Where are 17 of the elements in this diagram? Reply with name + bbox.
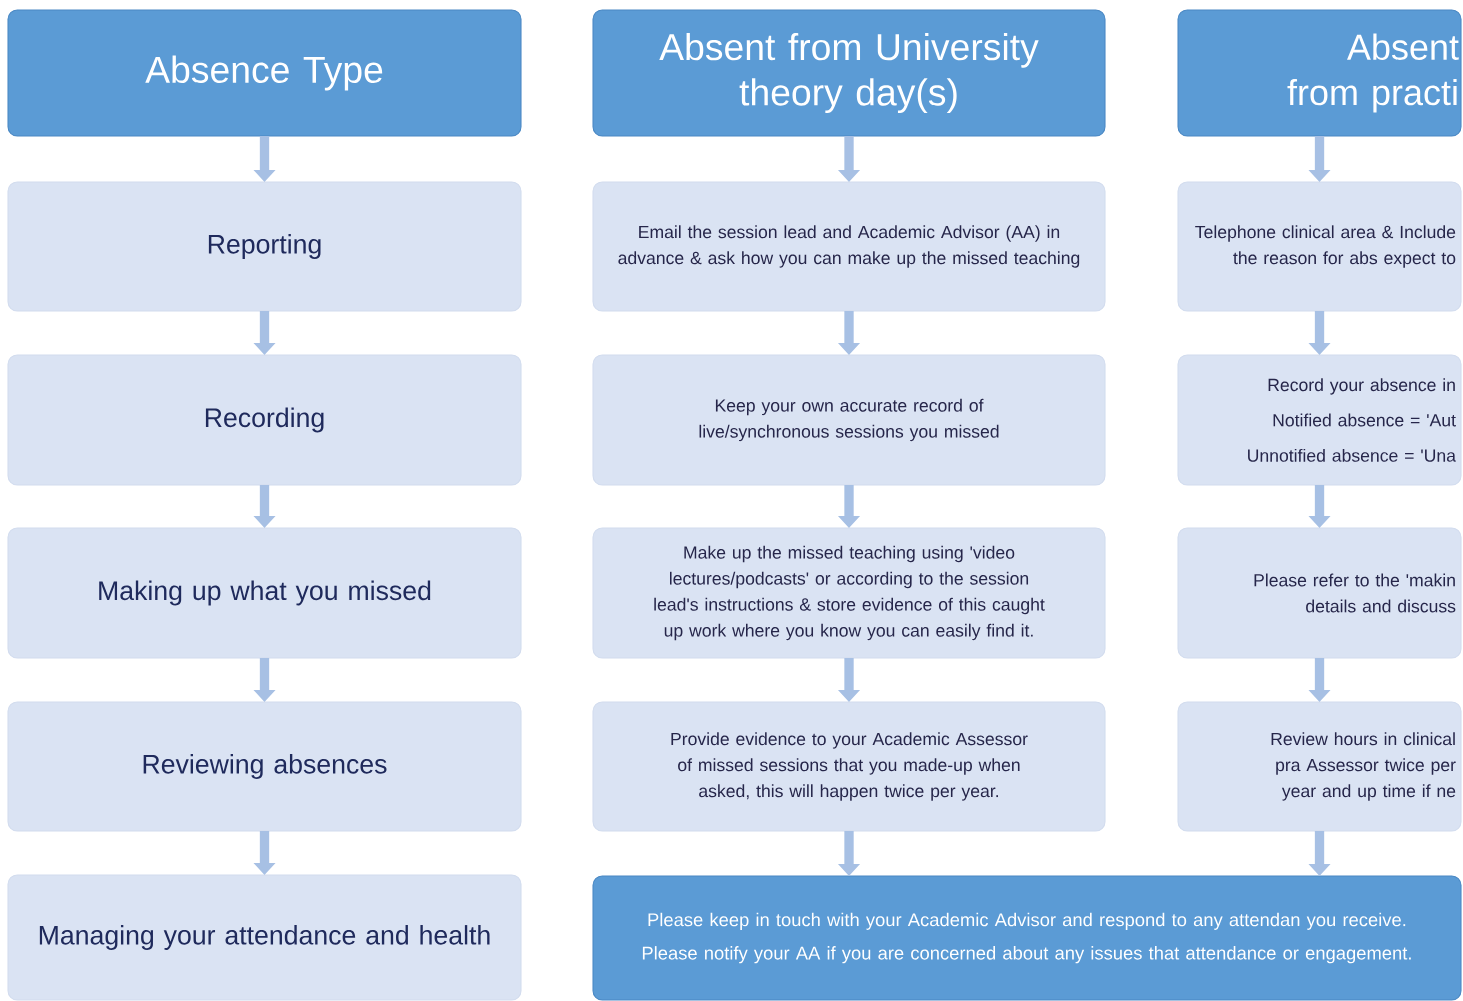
header-box: Absence Type xyxy=(7,9,522,137)
header-box: Absent from University theory day(s) xyxy=(592,9,1106,137)
step-box: Record your absence in Notified absence = 'Aut Unnotified absence = 'Una xyxy=(1177,354,1462,486)
step-box: Make up the missed teaching using 'video lectures/podcasts' or according to the session lead's instructions & store evidence of this caught up work where you know you can easily find it. xyxy=(592,527,1106,659)
step-box: Managing your attendance and health xyxy=(7,874,522,1001)
step-box: Making up what you missed xyxy=(7,527,522,659)
step-box: Please refer to the 'makin details and discuss xyxy=(1177,527,1462,659)
step-box: Provide evidence to your Academic Assessor of missed sessions that you made-up when asked, this will happen twice per year. xyxy=(592,701,1106,832)
step-box: Email the session lead and Academic Advisor (AA) in advance & ask how you can make up the missed teaching xyxy=(592,181,1106,312)
step-box: Recording xyxy=(7,354,522,486)
note-box: Please keep in touch with your Academic Advisor and respond to any attendan you receive. Please notify your AA if you are concerned about any issues that attendance or engagement. xyxy=(592,875,1462,1001)
header-box: Absent from practi xyxy=(1177,9,1462,137)
step-box: Reporting xyxy=(7,181,522,312)
step-box: Keep your own accurate record of live/synchronous sessions you missed xyxy=(592,354,1106,486)
step-box: Telephone clinical area & Include the reason for abs expect to xyxy=(1177,181,1462,312)
step-box: Reviewing absences xyxy=(7,701,522,832)
step-box: Review hours in clinical pra Assessor twice per year and up time if ne xyxy=(1177,701,1462,832)
